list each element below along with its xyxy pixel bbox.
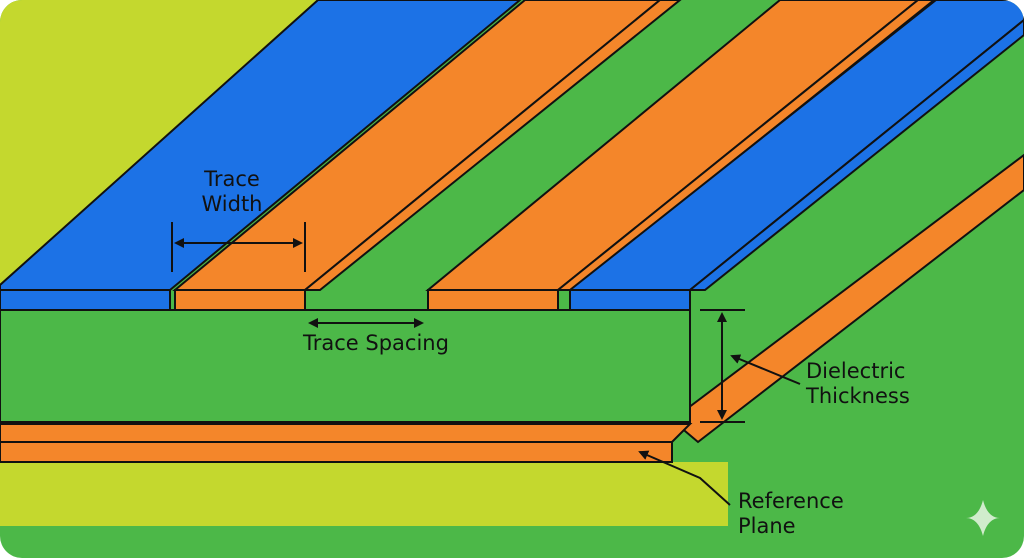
trace-orange-right-front [427, 289, 559, 311]
trace-width-label-line1: Trace [203, 167, 260, 191]
reference-plane-side-edge [670, 153, 1024, 444]
trace-width-label-line2: Width [201, 192, 262, 216]
dielectric-front [0, 309, 691, 423]
reference-label-line1: Reference [738, 489, 844, 513]
reference-label-line2: Plane [738, 514, 796, 538]
dielectric-leader-arrow [730, 354, 801, 385]
reference-leader-arrow [638, 450, 731, 506]
dielectric-label-line1: Dielectric [806, 359, 905, 383]
reference-plane-layer-bottom [0, 441, 673, 463]
board-base [0, 462, 728, 526]
dielectric-label-line2: Thickness [805, 384, 910, 408]
trace-orange-right-side [555, 0, 936, 291]
reference-plane-layer-top [0, 423, 693, 443]
sparkle-icon [966, 500, 1000, 536]
trace-orange-left-front [174, 289, 306, 311]
trace-blue-right-front [569, 289, 691, 311]
trace-blue-left-front [0, 289, 171, 311]
trace-orange-left-side [302, 0, 682, 291]
trace-spacing-label: Trace Spacing [302, 331, 449, 355]
trace-blue-right-side [687, 18, 1024, 291]
